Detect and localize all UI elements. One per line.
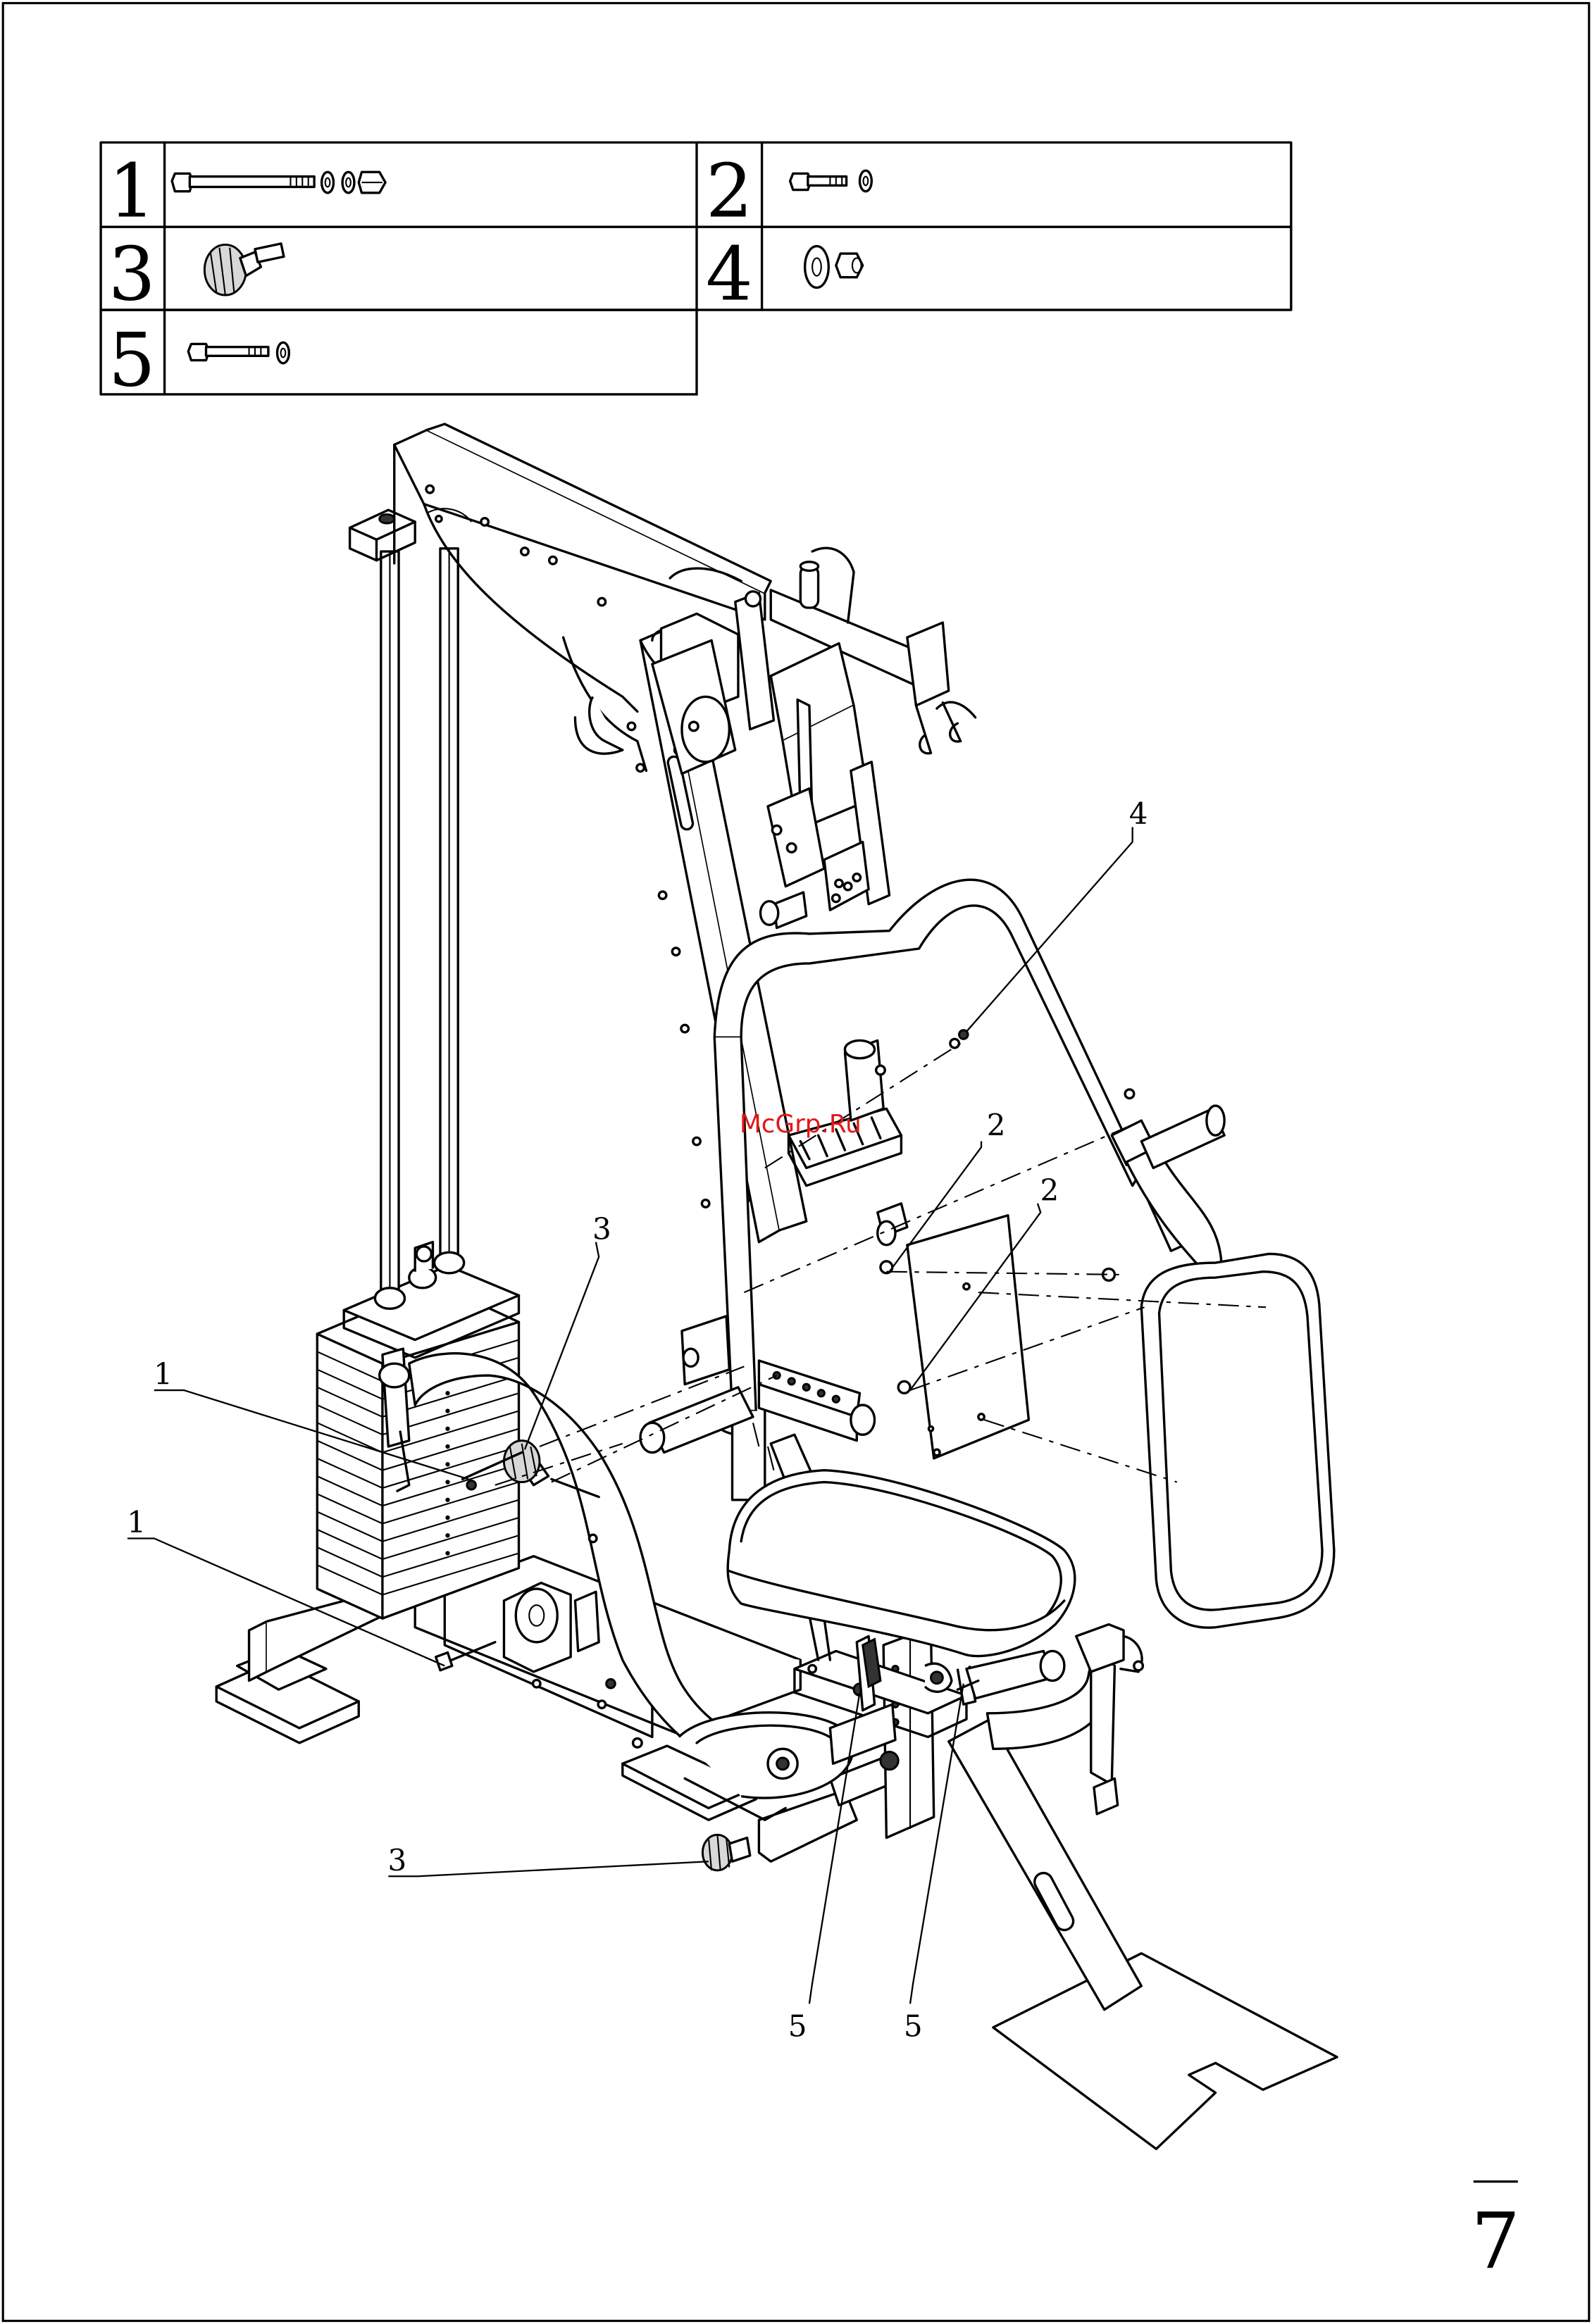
callout-label: 3	[592, 1211, 611, 1246]
parts-table-number-2: 2	[706, 147, 753, 234]
seat-pad	[728, 1470, 1075, 1656]
backrest-plate	[907, 1216, 1029, 1458]
callout-label: 1	[127, 1505, 146, 1539]
pop-pin-knob	[702, 1835, 750, 1870]
callout-label: 5	[788, 2009, 807, 2044]
callout-label: 3	[388, 1843, 407, 1878]
washer-nut-icon	[805, 246, 863, 288]
home-gym-machine	[216, 424, 1337, 2149]
parts-table-number-3: 3	[108, 230, 156, 317]
parts-table-number-4: 4	[706, 230, 753, 317]
guide-rods	[375, 549, 464, 1308]
long-bolt-washers-nut-icon	[172, 172, 385, 192]
foot-plate	[993, 1954, 1337, 2149]
callout-label: 5	[904, 2009, 923, 2044]
parts-table-number-5: 5	[108, 316, 156, 403]
callout-label: 2	[987, 1108, 1006, 1142]
parts-table: 1 2 3 4 5	[101, 142, 1291, 403]
page-number: 7	[1471, 2196, 1520, 2286]
watermark: McGrp.Ru	[740, 1110, 862, 1139]
parts-table-number-1: 1	[108, 147, 156, 234]
callout-label: 4	[1129, 796, 1148, 831]
pop-pin-knob-icon	[204, 244, 284, 295]
bolt-washer-icon	[790, 170, 872, 191]
callout-label: 1	[154, 1357, 173, 1392]
callout-label: 2	[1040, 1173, 1059, 1208]
bolt-washer-icon	[188, 342, 289, 363]
